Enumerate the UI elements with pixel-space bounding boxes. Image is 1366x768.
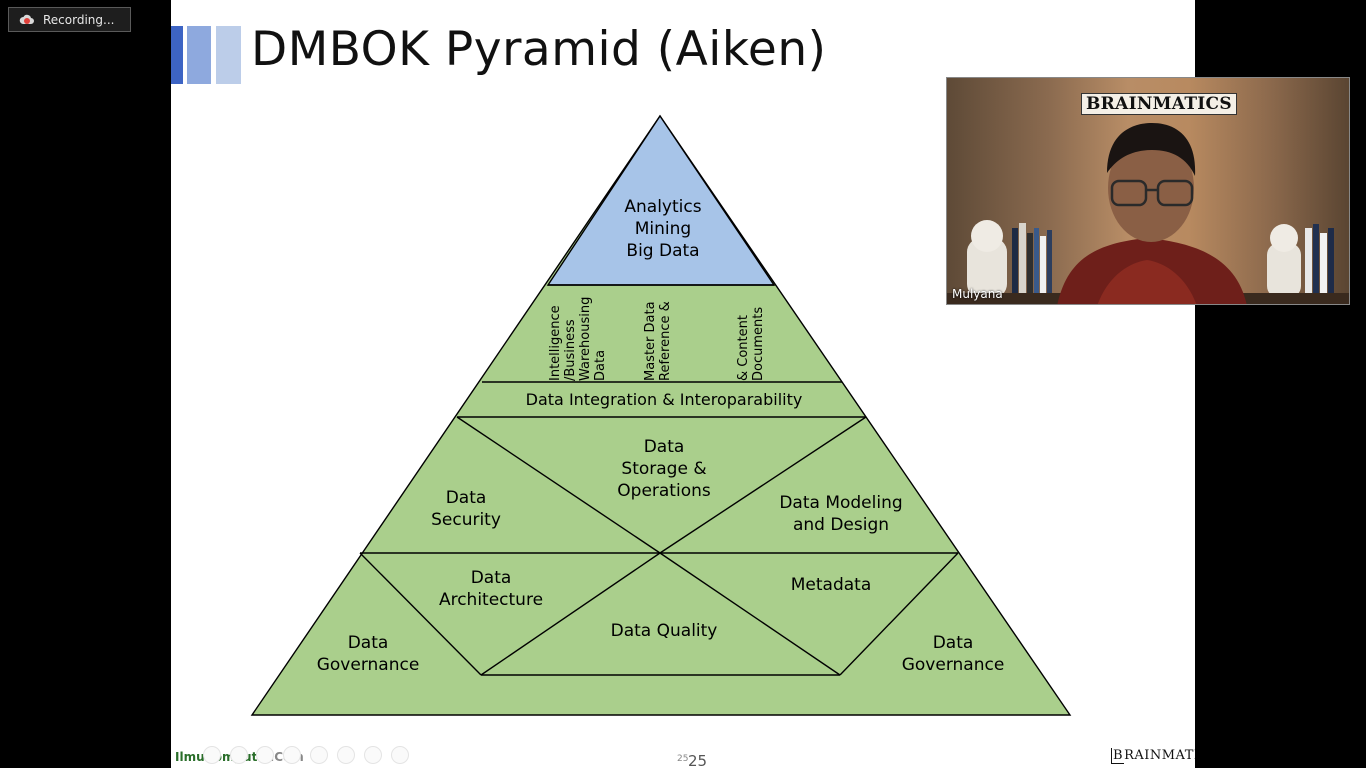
dmbok-pyramid [250, 114, 1072, 716]
subtitles-icon[interactable] [337, 746, 355, 764]
title-accent-bar-3 [216, 26, 241, 84]
pen-icon[interactable] [256, 746, 274, 764]
slide-prev-icon[interactable] [203, 746, 221, 764]
camera-icon[interactable] [364, 746, 382, 764]
zoom-icon[interactable] [310, 746, 328, 764]
recording-label: Recording... [43, 12, 115, 27]
gallery-icon[interactable] [283, 746, 301, 764]
page-number-small: 25 [677, 754, 689, 764]
pyramid-body [250, 114, 1072, 716]
vertical-label-documents: Documents & Content [736, 306, 766, 381]
participant-video[interactable]: BRAINMATICS Mulyana [946, 77, 1350, 305]
more-icon[interactable] [391, 746, 409, 764]
slide-title: DMBOK Pyramid (Aiken) [251, 22, 827, 77]
title-accent-bar-2 [187, 26, 211, 84]
participant-name: Mulyana [952, 287, 1003, 301]
brainmatics-footer-logo: BRAINMATICS [1111, 748, 1195, 764]
quality-label: Data Quality [610, 621, 718, 641]
title-accent-bar-1 [171, 26, 183, 84]
recording-indicator[interactable]: Recording... [8, 7, 131, 32]
vertical-label-reference: Reference & Master Data [643, 301, 673, 381]
storage-label: Data Storage & Operations [617, 437, 711, 501]
recording-cloud-icon [19, 13, 35, 27]
metadata-label: Metadata [790, 575, 872, 595]
governance-right-label: Data Governance [901, 633, 1005, 675]
page-number: 25 [688, 752, 708, 768]
architecture-label: Data Architecture [438, 568, 544, 610]
security-label: Data Security [431, 488, 501, 530]
integration-label: Data Integration & Interoparability [525, 390, 803, 409]
brainmatics-video-logo: BRAINMATICS [1081, 93, 1237, 115]
apex-label: Analytics Mining Big Data [624, 197, 702, 261]
modeling-label: Data Modeling and Design [779, 493, 903, 535]
video-scene [947, 123, 1349, 304]
vertical-label-dw: Data Warehousing /Business Intelligence [548, 296, 608, 381]
slide-next-icon[interactable] [230, 746, 248, 764]
governance-left-label: Data Governance [316, 633, 420, 675]
